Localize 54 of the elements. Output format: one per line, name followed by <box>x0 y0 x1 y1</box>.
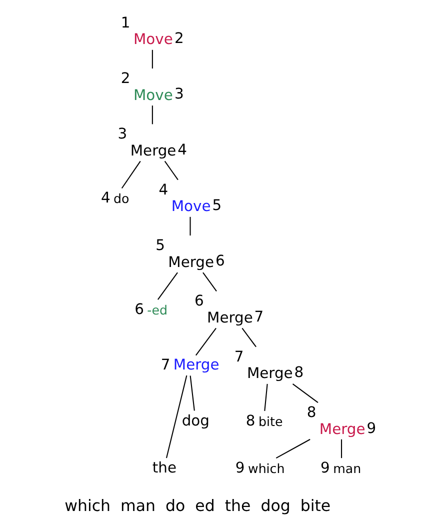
node-label: 5 <box>156 236 165 254</box>
connector <box>164 160 178 180</box>
node-text: Merge <box>246 365 293 382</box>
connector <box>166 375 188 458</box>
node-label: 7 <box>234 348 244 366</box>
node-label: 4 <box>178 141 188 158</box>
node-label: 3 <box>118 126 128 143</box>
node-label: 8 <box>246 412 256 430</box>
node-label: 5 <box>212 197 222 214</box>
node-label: 6 <box>194 292 204 310</box>
node-label: 9 <box>320 460 330 477</box>
node-label: 7 <box>254 308 264 326</box>
node-text: Merge <box>173 356 220 374</box>
connector <box>292 383 318 403</box>
node-label: 9 <box>235 460 245 477</box>
node-label: 9 <box>366 420 376 437</box>
connector <box>121 160 141 189</box>
node-label: 3 <box>174 86 184 103</box>
node-text: which <box>248 461 285 476</box>
node-label: 6 <box>215 252 225 270</box>
node-label: 2 <box>120 70 130 87</box>
connector <box>340 439 342 458</box>
connector <box>152 106 153 124</box>
node-label: 8 <box>294 364 304 382</box>
connector <box>264 384 268 411</box>
connector <box>152 50 153 68</box>
node-text: man <box>333 461 362 476</box>
node-label: 6 <box>134 301 144 318</box>
label: which man do ed the dog bite <box>64 496 331 515</box>
node-text: -ed <box>147 302 168 318</box>
node-label: 4 <box>158 181 168 198</box>
node-text: Move <box>134 31 173 48</box>
node-label: 1 <box>120 14 130 32</box>
node-text: Merge <box>319 420 366 438</box>
node-text: the <box>152 460 177 477</box>
node-text: do <box>114 191 130 206</box>
node-text: Move <box>134 86 173 104</box>
node-text: dog <box>182 412 210 430</box>
connector <box>276 438 310 459</box>
node-text: Merge <box>130 142 176 160</box>
node-label: 7 <box>160 356 170 374</box>
node-text: Move <box>171 198 211 216</box>
node-label: 2 <box>174 30 184 48</box>
node-text: Merge <box>207 309 253 326</box>
connector <box>195 328 216 356</box>
node-label: 4 <box>100 190 110 207</box>
connector <box>242 328 256 348</box>
connector <box>190 216 191 236</box>
connector <box>190 376 195 411</box>
node-text: bite <box>258 414 283 429</box>
connector <box>158 272 178 300</box>
node-label: 8 <box>306 404 316 421</box>
node-text: Merge <box>168 254 214 271</box>
connector <box>202 272 217 292</box>
